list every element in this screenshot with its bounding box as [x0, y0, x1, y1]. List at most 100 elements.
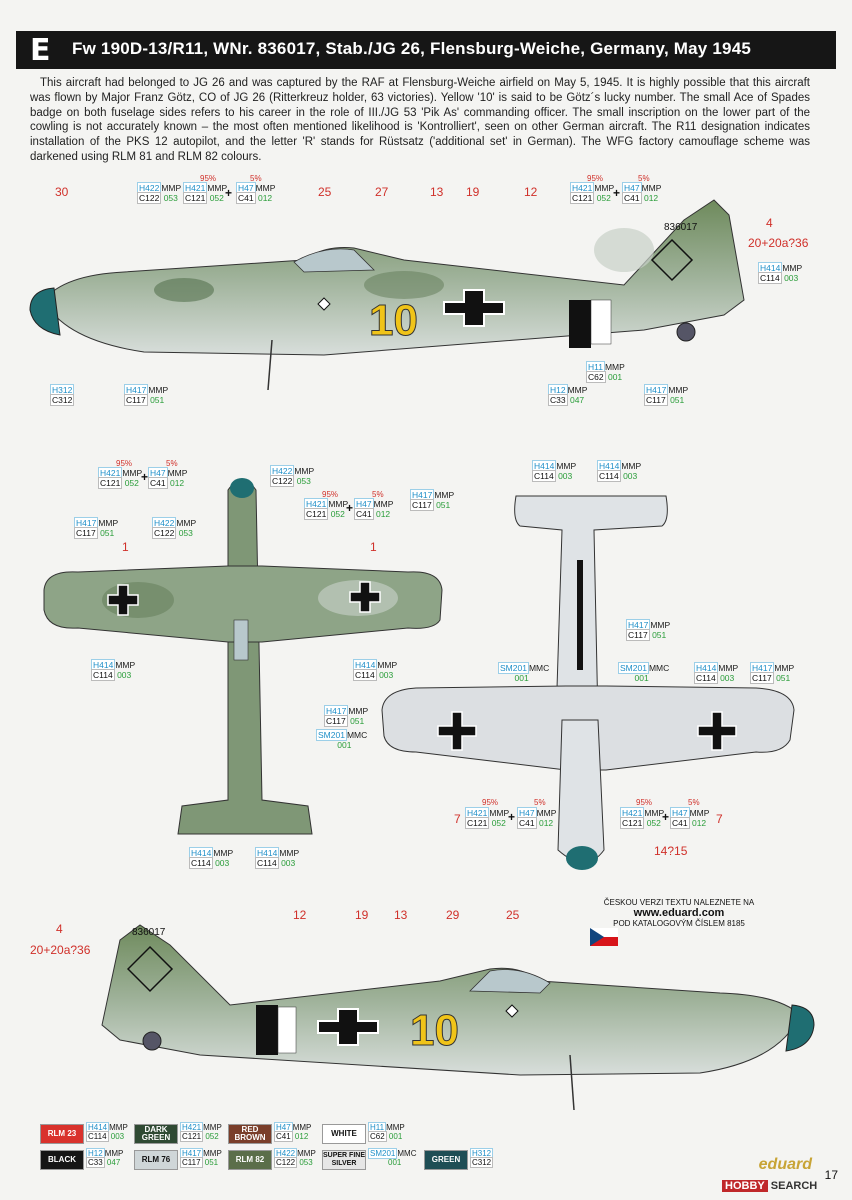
- callout-1: 1: [122, 540, 129, 554]
- callout-13: 13: [430, 185, 444, 199]
- swatch-black: BLACK: [40, 1150, 84, 1170]
- mix-95: 95%: [587, 174, 604, 183]
- mix-5: 5%: [250, 174, 262, 183]
- swatch-dark-green: DARK GREEN: [134, 1124, 178, 1144]
- swatch-rlm76: RLM 76: [134, 1150, 178, 1170]
- mix-5: 5%: [166, 459, 178, 468]
- callout-12: 12: [293, 908, 307, 922]
- mix-5: 5%: [688, 798, 700, 807]
- eduard-logo: eduard: [758, 1156, 812, 1173]
- side-view-right: 10 836017: [101, 924, 815, 1111]
- canopy-shape: [293, 248, 375, 273]
- callout-30: 30: [55, 185, 69, 199]
- callout-7: 7: [454, 812, 461, 826]
- czech-line3: POD KATALOGOVÝM ČÍSLEM 8185: [613, 919, 745, 928]
- mix-plus: +: [508, 810, 516, 824]
- czech-flag-icon: [590, 928, 618, 946]
- bottom-view: [381, 495, 795, 870]
- mix-95: 95%: [636, 798, 653, 807]
- swatch-rlm82: RLM 82: [228, 1150, 272, 1170]
- swatch-rlm23: RLM 23: [40, 1124, 84, 1144]
- swatch-super-fine-silver: SUPER FINE SILVER: [322, 1150, 366, 1170]
- tail-band-white: [590, 299, 612, 345]
- callout-4: 4: [56, 922, 63, 936]
- mix-95: 95%: [322, 490, 339, 499]
- mix-95: 95%: [116, 459, 133, 468]
- top-view: [43, 478, 443, 835]
- swatch-green: GREEN: [424, 1150, 468, 1170]
- serial-marking-right: 836017: [132, 927, 166, 938]
- callout-20: 20+20a?36: [748, 236, 809, 250]
- callout-19: 19: [466, 185, 480, 199]
- fuselage-number-right: 10: [410, 1006, 459, 1055]
- callout-25: 25: [318, 185, 332, 199]
- page-number: 17: [824, 1168, 838, 1182]
- callout-27: 27: [375, 185, 389, 199]
- mix-plus: +: [346, 501, 354, 515]
- description-text: This aircraft had belonged to JG 26 and …: [30, 77, 810, 163]
- swatch-white: WHITE: [322, 1124, 366, 1144]
- profile-letter: E: [30, 33, 51, 68]
- mix-5: 5%: [372, 490, 384, 499]
- callout-7: 7: [716, 812, 723, 826]
- bottom-fuselage-shape: [557, 719, 605, 863]
- callout-29: 29: [446, 908, 460, 922]
- callout-14: 14?15: [654, 844, 688, 858]
- spinner-shape: [29, 287, 61, 336]
- side-view-left: 10 836017: [29, 199, 745, 390]
- czech-url[interactable]: www.eduard.com: [633, 907, 725, 919]
- callout-20: 20+20a?36: [30, 943, 91, 957]
- watermark: HOBBY SEARCH: [722, 1180, 817, 1192]
- mix-plus: +: [662, 810, 670, 824]
- mix-plus: +: [613, 186, 621, 200]
- callout-25: 25: [506, 908, 520, 922]
- serial-marking: 836017: [664, 222, 698, 233]
- callout-19: 19: [355, 908, 369, 922]
- profile-title: Fw 190D-13/R11, WNr. 836017, Stab./JG 26…: [72, 39, 752, 58]
- mix-plus: +: [141, 470, 149, 484]
- callout-1: 1: [370, 540, 377, 554]
- mix-95: 95%: [200, 174, 217, 183]
- callout-4: 4: [766, 216, 773, 230]
- czech-line1: ČESKOU VERZI TEXTU NALEZNETE NA: [603, 898, 755, 907]
- tail-band-black: [569, 300, 591, 348]
- callout-13: 13: [394, 908, 408, 922]
